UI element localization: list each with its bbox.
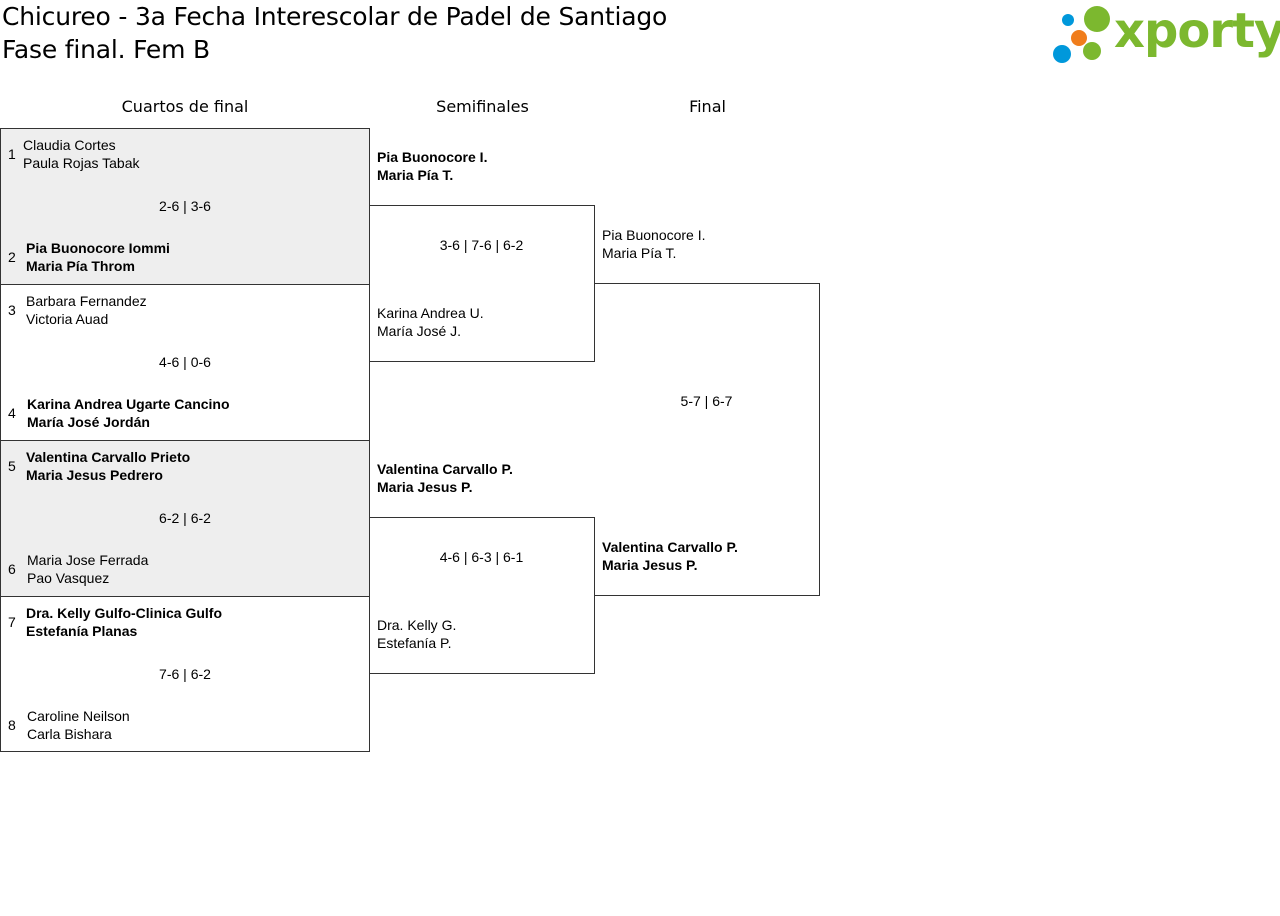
team-seed: 3	[8, 302, 16, 318]
xporty-logo: xporty	[1050, 3, 1280, 66]
player-name: María José Jordán	[27, 414, 150, 430]
team-names-winner: Karina Andrea Ugarte Cancino María José …	[27, 395, 230, 431]
round-title-semifinals: Semifinales	[436, 97, 529, 116]
team-names-winner: Pia Buonocore Iommi Maria Pía Throm	[26, 239, 170, 275]
team-names: Barbara Fernandez Victoria Auad	[26, 292, 147, 328]
match-score: 3-6 | 7-6 | 6-2	[439, 237, 524, 253]
team-seed: 1	[8, 146, 16, 162]
player-name: Maria Jesus P.	[377, 479, 473, 495]
player-name: Claudia Cortes	[23, 137, 116, 153]
player-name: Pao Vasquez	[27, 570, 110, 586]
quarterfinal-match-1	[0, 128, 370, 285]
team-names: Caroline Neilson Carla Bishara	[27, 707, 130, 743]
team-names-winner: Valentina Carvallo P. Maria Jesus P.	[602, 538, 738, 574]
player-name: Paula Rojas Tabak	[23, 155, 140, 171]
player-name: Estefanía P.	[377, 635, 452, 651]
title-block: Chicureo - 3a Fecha Interescolar de Pade…	[2, 0, 667, 66]
logo-wordmark: xporty	[1114, 3, 1280, 59]
team-names-winner: Valentina Carvallo P. Maria Jesus P.	[377, 460, 513, 496]
match-score: 2-6 | 3-6	[159, 198, 211, 214]
player-name: Dra. Kelly G.	[377, 617, 457, 633]
player-name: Estefanía Planas	[26, 623, 138, 639]
player-name: Valentina Carvallo P.	[377, 461, 513, 477]
logo-dots-icon	[1053, 6, 1110, 63]
match-score: 4-6 | 0-6	[159, 354, 211, 370]
player-name: Dra. Kelly Gulfo-Clinica Gulfo	[26, 605, 223, 621]
player-name: Maria Pía T.	[602, 245, 677, 261]
page-title: Chicureo - 3a Fecha Interescolar de Pade…	[2, 2, 668, 31]
team-seed: 4	[8, 405, 16, 421]
player-name: Valentina Carvallo Prieto	[26, 449, 191, 465]
page-subtitle: Fase final. Fem B	[2, 35, 210, 64]
player-name: Caroline Neilson	[27, 708, 130, 724]
team-names: Maria Jose Ferrada Pao Vasquez	[27, 551, 148, 587]
team-names: Karina Andrea U. María José J.	[377, 304, 484, 340]
round-title-final: Final	[689, 97, 726, 116]
player-name: Maria Jose Ferrada	[27, 552, 149, 568]
team-seed: 7	[8, 614, 16, 630]
team-names-winner: Valentina Carvallo Prieto Maria Jesus Pe…	[26, 448, 190, 484]
player-name: Carla Bishara	[27, 726, 112, 742]
player-name: Karina Andrea U.	[377, 305, 484, 321]
round-title-quarterfinals: Cuartos de final	[121, 97, 249, 116]
player-name: Pia Buonocore Iommi	[26, 240, 170, 256]
quarterfinal-match-4	[0, 596, 370, 752]
match-score: 4-6 | 6-3 | 6-1	[439, 549, 524, 565]
final-match	[594, 283, 820, 596]
player-name: Maria Jesus P.	[602, 557, 698, 573]
player-name: Valentina Carvallo P.	[602, 539, 738, 555]
team-names-winner: Pia Buonocore I. Maria Pía T.	[377, 148, 487, 184]
team-seed: 2	[8, 249, 16, 265]
match-score: 7-6 | 6-2	[159, 666, 211, 682]
player-name: María José J.	[377, 323, 462, 339]
team-names: Claudia Cortes Paula Rojas Tabak	[23, 136, 139, 172]
player-name: Barbara Fernandez	[26, 293, 147, 309]
player-name: Karina Andrea Ugarte Cancino	[27, 396, 230, 412]
match-score: 5-7 | 6-7	[680, 393, 733, 409]
player-name: Maria Jesus Pedrero	[26, 467, 163, 483]
match-score: 6-2 | 6-2	[159, 510, 211, 526]
player-name: Pia Buonocore I.	[602, 227, 706, 243]
quarterfinal-match-3	[0, 440, 370, 597]
player-name: Maria Pía T.	[377, 167, 454, 183]
team-seed: 6	[8, 561, 16, 577]
team-seed: 5	[8, 458, 16, 474]
player-name: Pia Buonocore I.	[377, 149, 488, 165]
player-name: Maria Pía Throm	[26, 258, 135, 274]
team-names: Dra. Kelly G. Estefanía P.	[377, 616, 456, 652]
player-name: Victoria Auad	[26, 311, 109, 327]
team-names: Pia Buonocore I. Maria Pía T.	[602, 226, 706, 262]
team-names-winner: Dra. Kelly Gulfo-Clinica Gulfo Estefanía…	[26, 604, 222, 640]
team-seed: 8	[8, 717, 16, 733]
